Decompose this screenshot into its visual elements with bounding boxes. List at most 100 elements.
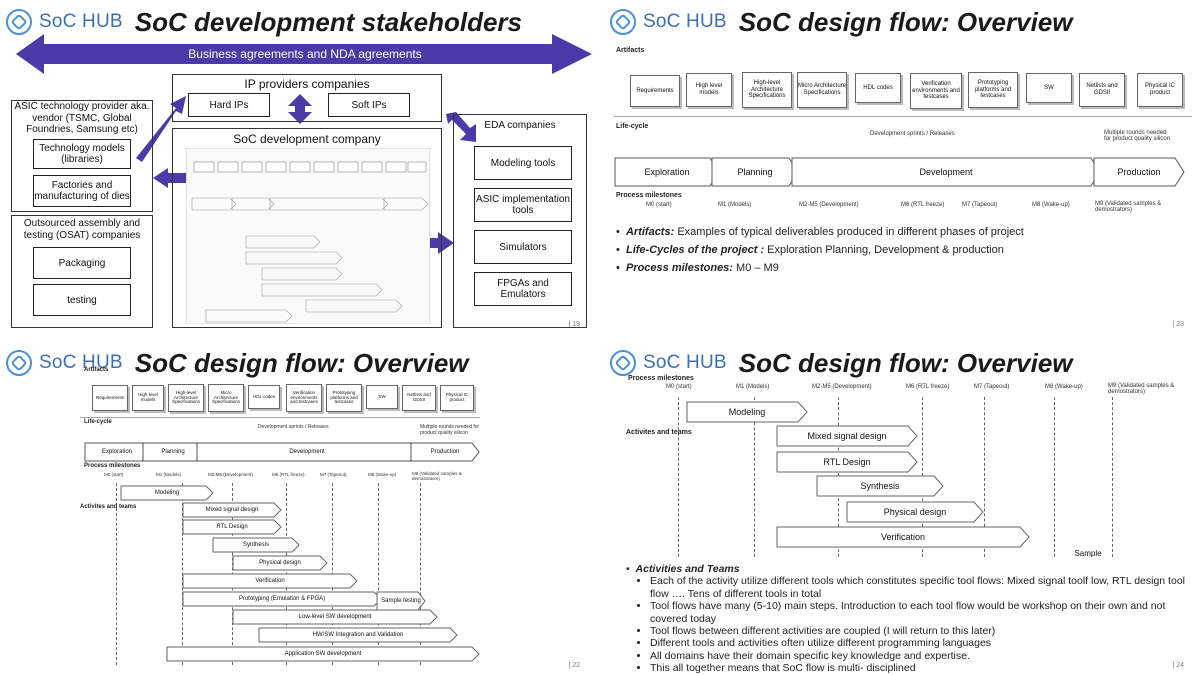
lifecycle-label: Life-cycle: [616, 123, 649, 130]
activity-verification: Verification: [776, 526, 1030, 548]
slide-flow-overview-b: SoC HUB SoC design flow: Overview Artifa…: [0, 341, 596, 675]
artifact-box: Prototyping platforms and testcases: [326, 384, 362, 412]
soc-hub-logo-icon: [6, 9, 32, 35]
milestone: M1 (Models): [718, 202, 752, 208]
artifact-box: Prototyping platforms and testcases: [968, 72, 1018, 108]
phase-planning: Planning: [142, 442, 204, 462]
slide-flow-overview-c: SoC HUB SoC design flow: Overview Proces…: [604, 341, 1200, 675]
slide-title: SoC design flow: Overview: [134, 347, 469, 378]
milestone: M1 (Models): [736, 384, 770, 390]
slide-title: SoC design flow: Overview: [738, 6, 1073, 37]
eda-label: EDA companies: [484, 120, 556, 131]
activity-low-level-sw: Low-level SW development: [232, 609, 438, 625]
slide-title: SoC design flow: Overview: [738, 347, 1073, 378]
slide-header: SoC HUB SoC design flow: Overview: [610, 5, 1073, 39]
phase-production: Production: [1093, 157, 1185, 187]
mini-flow-thumbnail: [186, 148, 430, 324]
artifact-box: Verification environments and testcases: [286, 384, 322, 412]
page-number: | 19: [568, 321, 580, 328]
technology-models-box: Technology models (libraries): [33, 139, 131, 169]
artifact-box: Physical IC product: [1137, 73, 1183, 107]
milestone: M0 (start): [646, 202, 672, 208]
activities-bullets: • Activities and Teams Each of the activ…: [626, 563, 1186, 674]
divider: [80, 417, 480, 418]
hard-ips-box: Hard IPs: [188, 93, 270, 117]
multiple-rounds-label: Multiple rounds needed for product quali…: [1104, 130, 1171, 142]
phase-development: Development: [196, 442, 418, 462]
milestone: M0 (start): [666, 384, 692, 390]
milestone: M6 (RTL freeze): [272, 472, 305, 477]
activity-modeling: Modeling: [120, 485, 214, 501]
artifact-box: Requirements: [92, 385, 128, 411]
soc-hub-logo-icon: [6, 350, 32, 376]
slide-title: SoC development stakeholders: [134, 6, 522, 37]
soft-ips-box: Soft IPs: [328, 93, 410, 117]
osat-group: [11, 215, 153, 328]
milestone-line: [116, 483, 117, 665]
milestone: M9 (Validated samples & demostrators): [1095, 201, 1162, 213]
milestone: M7 (Tapeout): [974, 384, 1010, 390]
sprints-label: Development sprints / Releases: [258, 424, 329, 430]
section-heading: • Activities and Teams: [626, 563, 740, 575]
artifact-box: Micro Architecture Specifications: [797, 72, 847, 108]
activity-prototyping: Prototyping (Emulation & FPGA): [182, 591, 382, 607]
milestone-line: [378, 483, 379, 665]
asic-vendor-label: ASIC technology provider aka. vendor (TS…: [14, 101, 150, 135]
activity-verification: Verification: [182, 573, 358, 589]
activity-sample-testing: Sample testing: [376, 591, 426, 611]
page-number: | 22: [568, 662, 580, 669]
slide-header: SoC HUB SoC design flow: Overview: [610, 346, 1073, 380]
sprints-label: Development sprints / Releases: [870, 131, 955, 137]
slide-header: SoC HUB SoC development stakeholders: [6, 5, 522, 39]
slide-header: SoC HUB SoC design flow: Overview: [6, 346, 469, 380]
artifact-box: HDL codes: [855, 73, 901, 103]
artifact-box: SW: [366, 385, 398, 409]
activity-physical-design: Physical design: [846, 501, 984, 523]
activity-modeling: Modeling: [686, 401, 808, 423]
factories-box: Factories and manufacturing of dies: [33, 175, 131, 207]
milestone-line: [984, 397, 985, 557]
activity-synthesis: Synthesis: [212, 537, 300, 553]
activity-rtl-design: RTL Design: [182, 519, 282, 535]
artifact-box: High level models: [686, 73, 732, 107]
milestone: M8 (Wake-up): [1032, 202, 1070, 208]
ip-providers-group: [172, 74, 442, 122]
bullet-item: • Artifacts: Examples of typical deliver…: [616, 226, 1024, 238]
phase-exploration: Exploration: [84, 442, 150, 462]
page-number: | 23: [1172, 321, 1184, 328]
bullet-item: Tool flows between different activities …: [650, 625, 1186, 637]
asic-implementation-box: ASIC implementation tools: [474, 188, 572, 222]
phase-exploration: Exploration: [614, 157, 720, 187]
milestone: M6 (RTL freeze): [901, 202, 945, 208]
artifact-box: High-level Architecture Specifications: [742, 72, 792, 108]
milestones-label: Process milestones: [616, 192, 682, 199]
milestone: M8 (Wake-up): [368, 472, 397, 477]
soc-hub-logo-icon: [610, 9, 636, 35]
fpgas-emulators-box: FPGAs and Emulators: [474, 272, 572, 306]
modeling-tools-box: Modeling tools: [474, 146, 572, 180]
activity-hw-sw-integration: HW/SW Integration and Validation: [258, 627, 458, 643]
artifacts-label: Artifacts: [616, 47, 645, 54]
eda-group: [453, 114, 587, 328]
activities-label: Activites and teams: [626, 429, 692, 436]
divider: [614, 116, 1192, 117]
milestone: M2-M5 (Development): [799, 202, 859, 208]
activity-application-sw: Application SW development: [166, 646, 480, 662]
activity-synthesis: Synthesis: [816, 475, 944, 497]
artifact-box: Micro Architecture Specifications: [208, 384, 244, 412]
artifact-box: High-level Architecture Specifications: [168, 384, 204, 412]
activity-sample: Sample: [1074, 549, 1102, 557]
milestone: M2-M5 (Development): [812, 384, 872, 390]
milestone-line: [678, 397, 679, 557]
artifact-box: HDL codes: [248, 385, 280, 409]
soc-company-group: [172, 128, 442, 328]
brand-name: SoC HUB: [39, 11, 123, 32]
brand-name: SoC HUB: [39, 352, 123, 373]
milestones-label: Process milestones: [84, 463, 141, 469]
artifact-box: Netlists and GDSII: [402, 385, 436, 411]
bullet-item: This all together means that SoC flow is…: [650, 662, 1186, 674]
lifecycle-label: Life-cycle: [84, 419, 112, 425]
soc-company-label: SoC development company: [233, 132, 381, 146]
osat-label: Outsourced assembly and testing (OSAT) c…: [23, 218, 141, 241]
brand-name: SoC HUB: [643, 352, 727, 373]
